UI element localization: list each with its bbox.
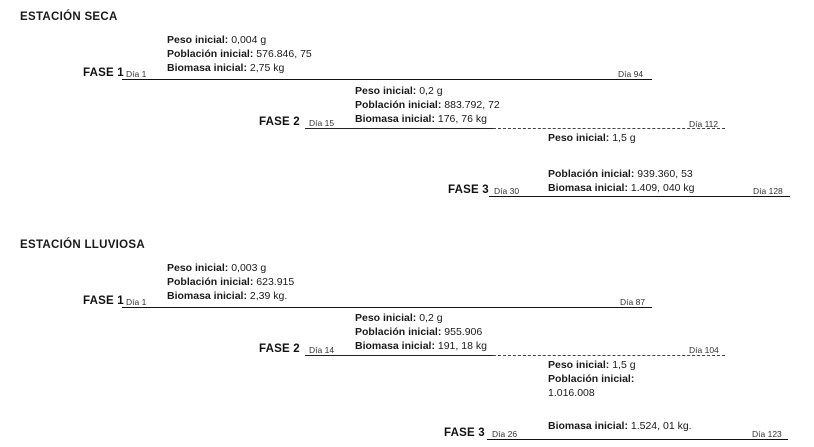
label-biomasa: Biomasa inicial:: [548, 182, 628, 194]
label-biomasa: Biomasa inicial:: [355, 113, 435, 125]
label-poblacion: Población inicial:: [548, 168, 635, 180]
lluviosa-fase-3-timeline-rule: [487, 439, 788, 440]
seca-fase-3-biomasa-value: 1.409, 040 kg: [630, 182, 695, 194]
seca-fase-2-peso-line: Peso inicial: 0,2 g: [355, 84, 500, 98]
label-poblacion: Población inicial:: [355, 99, 442, 111]
lluviosa-fase-2-biomasa-line: Biomasa inicial: 191, 18 kg: [355, 339, 487, 353]
seca-fase-3-poblacion-line: Población inicial: 939.360, 53: [548, 167, 695, 181]
seca-fase-1-timeline-rule: [122, 79, 652, 80]
seca-fase-2-biomasa-value: 176, 76 kg: [437, 113, 487, 125]
label-poblacion: Población inicial:: [548, 373, 635, 385]
seca-fase-3-poblacion-value: 939.360, 53: [637, 168, 693, 180]
seca-fase-3-day-start: Día 30: [494, 186, 520, 196]
seca-fase-2-label: FASE 2: [259, 116, 300, 128]
seca-fase-1-peso-line: Peso inicial: 0,004 g: [167, 33, 312, 47]
seca-fase-2-info: Peso inicial: 0,2 g Población inicial: 8…: [355, 84, 500, 126]
lluviosa-fase-2-timeline-rule: [493, 355, 725, 356]
label-peso: Peso inicial:: [355, 85, 417, 97]
lluviosa-fase-2-peso-line: Peso inicial: 0,2 g: [355, 311, 487, 325]
lluviosa-fase-2-label: FASE 2: [259, 343, 300, 355]
lluviosa-fase-1-info: Peso inicial: 0,003 g Población inicial:…: [167, 261, 294, 303]
lluviosa-fase-3-biomasa-value: 1.524, 01 kg.: [630, 420, 692, 432]
seca-fase-3-peso-line: Peso inicial: 1,5 g: [548, 131, 636, 145]
seca-fase-1-label: FASE 1: [83, 67, 124, 79]
lluviosa-fase-2-biomasa-value: 191, 18 kg: [437, 340, 487, 352]
seca-fase-2-peso-value: 0,2 g: [419, 85, 443, 97]
seca-fase-2-day-end: Día 112: [689, 119, 719, 129]
label-biomasa: Biomasa inicial:: [548, 420, 628, 432]
seca-fase-1-biomasa-value: 2,75 kg: [249, 62, 285, 74]
seca-fase-3-peso-info: Peso inicial: 1,5 g: [548, 131, 636, 145]
lluviosa-fase-3-peso-value: 1,5 g: [612, 359, 636, 371]
seca-fase-3-info: Población inicial: 939.360, 53 Biomasa i…: [548, 167, 695, 195]
label-peso: Peso inicial:: [548, 132, 610, 144]
seca-fase-2-poblacion-value: 883.792, 72: [444, 99, 500, 111]
section-title-estacion-seca: ESTACIÓN SECA: [20, 11, 118, 23]
lluviosa-fase-3-biomasa-info: Biomasa inicial: 1.524, 01 kg.: [548, 419, 692, 433]
label-biomasa: Biomasa inicial:: [167, 290, 247, 302]
seca-fase-1-day-start: Día 1: [126, 69, 147, 79]
lluviosa-fase-3-day-end: Día 123: [752, 429, 782, 439]
seca-fase-1-poblacion-line: Población inicial: 576.846, 75: [167, 47, 312, 61]
seca-fase-2-timeline-rule: [493, 128, 725, 129]
seca-fase-2-underline-rule: [305, 128, 493, 129]
lluviosa-fase-1-poblacion-value: 623.915: [256, 276, 295, 288]
lluviosa-fase-3-poblacion-value: 1.016.008: [548, 387, 595, 399]
seca-fase-3-day-end: Día 128: [753, 186, 783, 196]
lluviosa-fase-1-peso-value: 0,003 g: [231, 262, 267, 274]
seca-fase-1-peso-value: 0,004 g: [231, 34, 267, 46]
label-poblacion: Población inicial:: [355, 326, 442, 338]
label-biomasa: Biomasa inicial:: [167, 62, 247, 74]
lluviosa-fase-3-peso-line: Peso inicial: 1,5 g: [548, 358, 636, 372]
label-peso: Peso inicial:: [167, 262, 229, 274]
seca-fase-1-biomasa-line: Biomasa inicial: 2,75 kg: [167, 61, 312, 75]
lluviosa-fase-3-label: FASE 3: [444, 427, 485, 439]
lluviosa-fase-2-poblacion-line: Población inicial: 955.906: [355, 325, 487, 339]
seca-fase-2-day-start: Día 15: [309, 118, 335, 128]
lluviosa-fase-1-poblacion-line: Población inicial: 623.915: [167, 275, 294, 289]
lluviosa-fase-2-peso-value: 0,2 g: [419, 312, 443, 324]
seca-fase-1-poblacion-value: 576.846, 75: [256, 48, 312, 60]
seca-fase-3-timeline-rule: [489, 196, 790, 197]
lluviosa-fase-1-label: FASE 1: [83, 295, 124, 307]
label-poblacion: Población inicial:: [167, 276, 254, 288]
label-poblacion: Población inicial:: [167, 48, 254, 60]
lluviosa-fase-3-poblacion-value-line: 1.016.008: [548, 386, 636, 400]
seca-fase-2-poblacion-line: Población inicial: 883.792, 72: [355, 98, 500, 112]
lluviosa-fase-1-day-end: Día 87: [620, 297, 646, 307]
label-peso: Peso inicial:: [167, 34, 229, 46]
label-biomasa: Biomasa inicial:: [355, 340, 435, 352]
lluviosa-fase-3-peso-info: Peso inicial: 1,5 g Población inicial: 1…: [548, 358, 636, 400]
lluviosa-fase-2-day-end: Día 104: [689, 345, 719, 355]
lluviosa-fase-1-biomasa-line: Biomasa inicial: 2,39 kg.: [167, 289, 294, 303]
lluviosa-fase-1-biomasa-value: 2,39 kg.: [249, 290, 288, 302]
lluviosa-fase-1-peso-line: Peso inicial: 0,003 g: [167, 261, 294, 275]
lluviosa-fase-3-biomasa-line: Biomasa inicial: 1.524, 01 kg.: [548, 419, 692, 433]
seca-fase-2-biomasa-line: Biomasa inicial: 176, 76 kg: [355, 112, 500, 126]
lluviosa-fase-2-info: Peso inicial: 0,2 g Población inicial: 9…: [355, 311, 487, 353]
lluviosa-fase-3-day-start: Día 26: [492, 429, 518, 439]
seca-fase-3-biomasa-line: Biomasa inicial: 1.409, 040 kg: [548, 181, 695, 195]
label-peso: Peso inicial:: [355, 312, 417, 324]
lluviosa-fase-2-day-start: Día 14: [309, 345, 335, 355]
seca-fase-1-day-end: Día 94: [618, 69, 644, 79]
lluviosa-fase-3-poblacion-label-line: Población inicial:: [548, 372, 636, 386]
lluviosa-fase-2-poblacion-value: 955.906: [444, 326, 483, 338]
section-title-estacion-lluviosa: ESTACIÓN LLUVIOSA: [20, 239, 146, 251]
lluviosa-fase-1-timeline-rule: [122, 307, 652, 308]
seca-fase-1-info: Peso inicial: 0,004 g Población inicial:…: [167, 33, 312, 75]
label-peso: Peso inicial:: [548, 359, 610, 371]
lluviosa-fase-1-day-start: Día 1: [126, 297, 147, 307]
lluviosa-fase-2-underline-rule: [305, 355, 493, 356]
seca-fase-3-peso-value: 1,5 g: [612, 132, 636, 144]
seca-fase-3-label: FASE 3: [448, 184, 489, 196]
